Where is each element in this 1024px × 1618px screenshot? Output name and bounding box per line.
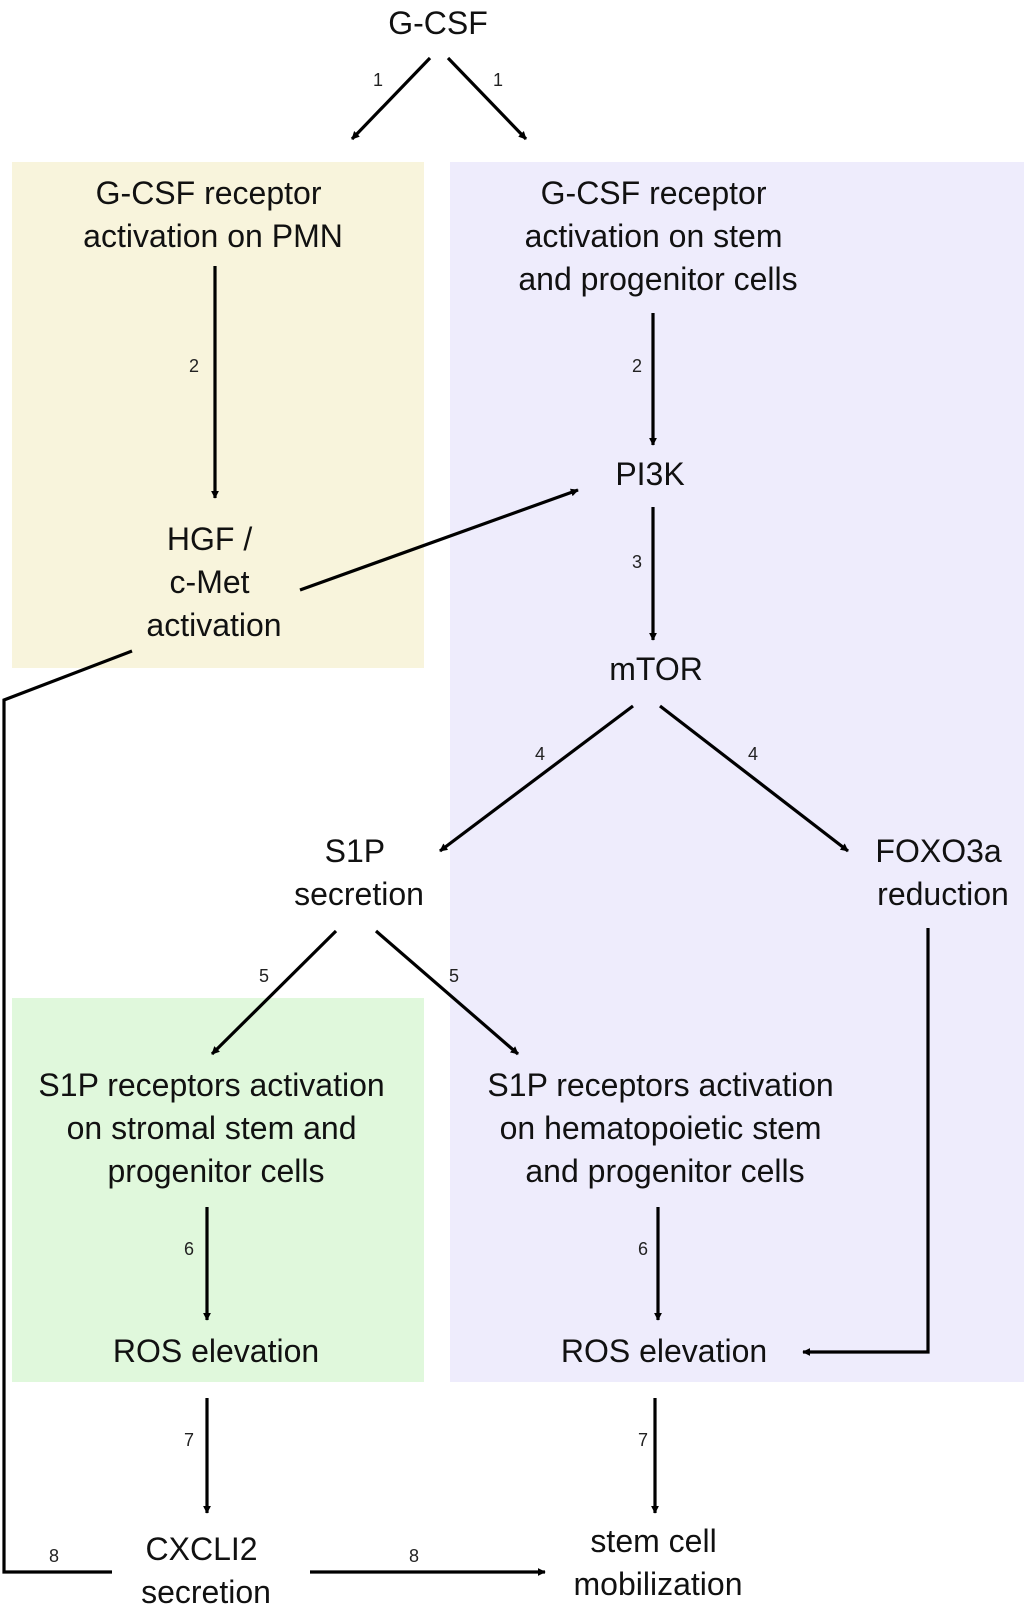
label-ros-to-cxcl: 7	[184, 1430, 194, 1450]
label-gcsf-to-pmn: 1	[373, 70, 383, 90]
node-gcsf-receptor-pmn-line: G-CSF receptor	[96, 175, 322, 211]
edge-hgf-to-cxcl	[2, 649, 133, 1574]
label-mtor-to-foxo: 4	[748, 744, 758, 764]
node-gcsf-receptor-pmn-line: activation on PMN	[83, 218, 343, 254]
edge-gcsf-to-stem	[446, 56, 528, 141]
node-s1p-stromal: S1P receptors activation on stromal stem…	[38, 1067, 393, 1189]
edge-mtor-to-foxo	[659, 704, 849, 853]
label-stem-to-pi3k: 2	[632, 356, 642, 376]
node-hgf-cmet-line: c-Met	[170, 564, 250, 600]
stromal-region	[12, 998, 424, 1382]
node-gcsf-receptor-stem-line: and progenitor cells	[518, 261, 797, 297]
label-stromal-to-ros: 6	[184, 1239, 194, 1259]
node-foxo3a-reduction-line: reduction	[877, 876, 1009, 912]
label-s1p-to-hema: 5	[449, 966, 459, 986]
node-hgf-cmet: HGF / c-Met activation	[146, 521, 281, 643]
node-stem-cell-mobilization-line: mobilization	[574, 1566, 743, 1602]
node-s1p-stromal-line: progenitor cells	[108, 1153, 325, 1189]
node-foxo3a-reduction-line: FOXO3a	[875, 833, 1001, 869]
node-s1p-secretion-line: secretion	[294, 876, 424, 912]
node-ros-elevation-stromal: ROS elevation	[113, 1333, 319, 1369]
label-hgf-to-cxcl: 8	[49, 1546, 59, 1566]
edges	[2, 56, 930, 1576]
node-s1p-secretion: S1P secretion	[294, 833, 424, 912]
edge-s1p-to-hema	[374, 929, 520, 1056]
node-s1p-stromal-line: on stromal stem and	[67, 1110, 357, 1146]
node-gcsf: G-CSF	[388, 5, 488, 41]
label-mtor-to-s1p: 4	[535, 744, 545, 764]
nodes: G-CSF G-CSF receptor activation on PMN G…	[38, 5, 1010, 1610]
edge-gcsf-to-pmn	[350, 56, 432, 141]
edge-s1p-to-stromal	[210, 929, 338, 1056]
label-pi3k-to-mtor: 3	[632, 552, 642, 572]
node-pi3k: PI3K	[615, 456, 684, 492]
node-ros-elevation-hematopoietic: ROS elevation	[561, 1333, 767, 1369]
node-s1p-hematopoietic-line: and progenitor cells	[525, 1153, 804, 1189]
node-hgf-cmet-line: activation	[146, 607, 281, 643]
node-stem-cell-mobilization: stem cell mobilization	[574, 1523, 743, 1602]
label-s1p-to-stromal: 5	[259, 966, 269, 986]
node-gcsf-receptor-stem: G-CSF receptor activation on stem and pr…	[518, 175, 797, 297]
edge-foxo-to-ros	[802, 928, 930, 1356]
label-hema-to-ros: 6	[638, 1239, 648, 1259]
stem-region	[450, 162, 1024, 1382]
node-foxo3a-reduction: FOXO3a reduction	[875, 833, 1010, 912]
node-s1p-stromal-line: S1P receptors activation	[38, 1067, 384, 1103]
node-s1p-hematopoietic-line: on hematopoietic stem	[500, 1110, 822, 1146]
edge-labels: 1 1 2 2 3 4 4 5 5 6 6 7 7 8 8	[49, 70, 758, 1566]
label-ros-to-mobil: 7	[638, 1430, 648, 1450]
node-hgf-cmet-line: HGF /	[167, 521, 252, 557]
node-gcsf-receptor-stem-line: activation on stem	[525, 218, 783, 254]
node-cxcl-secretion: CXCLI2 secretion	[141, 1531, 271, 1610]
node-cxcl-secretion-line: secretion	[141, 1574, 271, 1610]
label-gcsf-to-stem: 1	[493, 70, 503, 90]
node-gcsf-receptor-stem-line: G-CSF receptor	[541, 175, 767, 211]
node-gcsf-receptor-pmn: G-CSF receptor activation on PMN	[83, 175, 343, 254]
node-cxcl-secretion-line: CXCLI2	[146, 1531, 258, 1567]
node-mtor: mTOR	[609, 651, 703, 687]
label-cxcl-to-mobil: 8	[409, 1546, 419, 1566]
node-stem-cell-mobilization-line: stem cell	[590, 1523, 716, 1559]
node-s1p-hematopoietic: S1P receptors activation on hematopoieti…	[487, 1067, 842, 1189]
edge-mtor-to-s1p	[439, 704, 634, 853]
edge-hgf-to-pi3k	[299, 488, 579, 592]
node-s1p-secretion-line: S1P	[325, 833, 385, 869]
pmn-region	[12, 162, 424, 668]
label-pmn-to-hgf: 2	[189, 356, 199, 376]
node-s1p-hematopoietic-line: S1P receptors activation	[487, 1067, 833, 1103]
